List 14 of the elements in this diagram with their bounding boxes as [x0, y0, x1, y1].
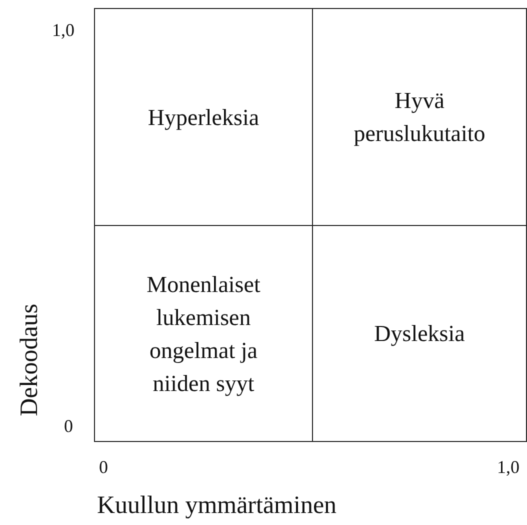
axis-tick-label: 0 — [64, 416, 73, 437]
axis-title: Dekoodaus — [16, 304, 44, 416]
axis-title: Kuullun ymmärtäminen — [97, 492, 337, 520]
axis-tick-label: 1,0 — [497, 457, 520, 478]
axis-tick-label: 0 — [99, 457, 108, 478]
quadrant-cell — [312, 225, 527, 442]
quadrant-label: Monenlaiset lukemisen ongelmat ja niiden syyt — [146, 270, 262, 398]
quadrant-label: Hyvä peruslukutaito — [352, 87, 486, 148]
quadrant-label: Dysleksia — [374, 320, 465, 348]
quadrant-cell — [312, 8, 527, 226]
quadrant-cell — [94, 8, 313, 226]
axis-tick-label: 1,0 — [52, 20, 74, 41]
quadrant-cell — [94, 225, 313, 442]
quadrant-label: Hyperleksia — [148, 104, 260, 132]
